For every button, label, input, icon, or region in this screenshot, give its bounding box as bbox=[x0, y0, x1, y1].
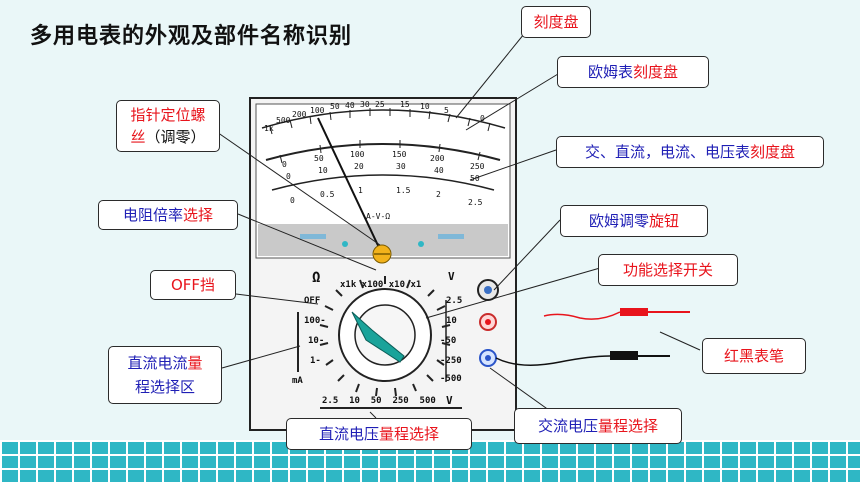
ohm-scale-label-500: 500 bbox=[276, 116, 291, 125]
label-dial-text: 刻度盘 bbox=[533, 13, 579, 31]
ac-scale-label-0: 0 bbox=[290, 196, 295, 205]
ac-scale-label-1-5: 1.5 bbox=[396, 186, 411, 195]
v-scale-label-0: 0 bbox=[286, 172, 291, 181]
ma-label: mA bbox=[292, 376, 303, 386]
ac-scale-label-2-5: 2.5 bbox=[468, 198, 483, 207]
label-resistance-multiplier: 电阻倍率选择 bbox=[98, 200, 238, 230]
right-range-500: -500 bbox=[440, 374, 462, 384]
ac-scale-label-0-5: 0.5 bbox=[320, 190, 335, 199]
bottom-ranges: 2.5 10 50 250 500 bbox=[322, 396, 436, 406]
red-lead-wire bbox=[543, 311, 621, 320]
label-pointer-screw-line1: 指针定位螺 bbox=[130, 106, 206, 124]
dc-scale-label-100: 100 bbox=[350, 150, 365, 159]
label-ac-voltage-a: 交流电压 bbox=[537, 417, 598, 435]
ohm-scale-label-5: 5 bbox=[444, 106, 449, 115]
v-scale-label-50: 50 bbox=[470, 174, 480, 183]
label-ohm-dial-text-b: 刻度盘 bbox=[633, 63, 679, 81]
ac-scale-label-1: 1 bbox=[358, 186, 363, 195]
v-scale-label-40: 40 bbox=[434, 166, 444, 175]
ma-range-10: 10- bbox=[308, 336, 325, 346]
ohm-scale-label-100: 100 bbox=[310, 106, 325, 115]
ohm-scale-label-50: 50 bbox=[330, 102, 340, 111]
label-ohm-adjust-b: 旋钮 bbox=[649, 212, 680, 230]
label-resistance-a: 电阻倍率 bbox=[122, 206, 183, 224]
label-ohm-dial: 欧姆表刻度盘 bbox=[557, 56, 709, 88]
right-range-250: -250 bbox=[440, 356, 462, 366]
right-range-2-5: 2.5 bbox=[446, 296, 463, 306]
label-acdc-dial: 交、直流，电流、电压表刻度盘 bbox=[556, 136, 824, 168]
label-ac-voltage: 交流电压量程选择 bbox=[514, 408, 682, 444]
label-dc-current: 直流电流量 程选择区 bbox=[108, 346, 222, 404]
label-acdc-text-b: 刻度盘 bbox=[750, 143, 796, 161]
label-ac-voltage-b: 量程选择 bbox=[598, 417, 659, 435]
label-ohm-adjust-a: 欧姆调零 bbox=[588, 212, 649, 230]
label-dc-current-a: 直流电流 bbox=[127, 354, 188, 372]
label-dc-current-b: 量 bbox=[187, 354, 203, 372]
label-dc-voltage: 直流电压量程选择 bbox=[286, 418, 472, 450]
v-scale-label-10: 10 bbox=[318, 166, 328, 175]
label-dc-current-line1: 直流电流量 bbox=[109, 351, 221, 375]
label-dc-voltage-a: 直流电压 bbox=[318, 425, 379, 443]
ohm-scale-label-15: 15 bbox=[400, 100, 410, 109]
face-text: A-V-Ω bbox=[366, 212, 391, 221]
ma-range-100: 100- bbox=[304, 316, 326, 326]
right-range-10: 10 bbox=[446, 316, 457, 326]
label-off-gear: OFF挡 bbox=[150, 270, 236, 300]
label-acdc-text-a: 交、直流，电流、电压表 bbox=[584, 143, 750, 161]
label-ohm-dial-text-a: 欧姆表 bbox=[587, 63, 633, 81]
ohm-scale-label-10: 10 bbox=[420, 102, 430, 111]
dc-scale-label-50: 50 bbox=[314, 154, 324, 163]
dc-scale-label-200: 200 bbox=[430, 154, 445, 163]
label-function-switch-text: 功能选择开关 bbox=[622, 261, 713, 279]
label-dial: 刻度盘 bbox=[521, 6, 591, 38]
label-ohm-adjust: 欧姆调零旋钮 bbox=[560, 205, 708, 237]
dc-scale-label-0: 0 bbox=[282, 160, 287, 169]
label-pointer-screw-b2: （调零） bbox=[145, 128, 206, 146]
ohm-scale-label-0: 0 bbox=[480, 114, 485, 123]
label-function-switch: 功能选择开关 bbox=[598, 254, 738, 286]
label-pointer-screw-line2: 丝（调零） bbox=[117, 126, 219, 148]
red-lead-probe bbox=[620, 308, 648, 316]
label-resistance-b: 选择 bbox=[183, 206, 214, 224]
ac-scale-arc bbox=[271, 174, 495, 191]
multiplier-labels: x1k x100 x10 x1 bbox=[340, 280, 422, 290]
page-title: 多用电表的外观及部件名称识别 bbox=[30, 24, 353, 49]
ohm-scale-label-1k: 1k bbox=[264, 124, 274, 133]
label-test-leads: 红黑表笔 bbox=[702, 338, 806, 374]
selector-knob bbox=[351, 311, 405, 363]
ac-scale-label-2: 2 bbox=[436, 190, 441, 199]
label-off-gear-text: OFF挡 bbox=[170, 276, 216, 294]
ohm-scale-label-25: 25 bbox=[375, 100, 385, 109]
right-range-50: -50 bbox=[440, 336, 457, 346]
v-scale-label-30: 30 bbox=[396, 162, 406, 171]
ohm-symbol: Ω bbox=[312, 270, 321, 286]
dc-scale-arc bbox=[265, 143, 501, 161]
dc-scale-label-150: 150 bbox=[392, 150, 407, 159]
ohm-scale-label-40: 40 bbox=[345, 101, 355, 110]
v-scale-label-20: 20 bbox=[354, 162, 364, 171]
label-pointer-screw-b1: 丝 bbox=[130, 128, 146, 146]
black-lead-probe bbox=[610, 351, 638, 360]
bottom-v-mark: V bbox=[446, 394, 453, 407]
ma-range-1: 1- bbox=[310, 356, 321, 366]
ohm-scale-label-200: 200 bbox=[292, 110, 307, 119]
dc-scale-label-250: 250 bbox=[470, 162, 485, 171]
pointer-needle bbox=[317, 117, 383, 255]
label-test-leads-text: 红黑表笔 bbox=[723, 347, 784, 365]
black-lead-wire bbox=[495, 355, 611, 366]
label-dc-current-line2: 程选择区 bbox=[134, 378, 195, 396]
ohm-scale-arc bbox=[261, 109, 506, 129]
ohm-scale-label-30: 30 bbox=[360, 100, 370, 109]
v-mark-top: V bbox=[448, 270, 455, 283]
label-dc-voltage-b: 量程选择 bbox=[379, 425, 440, 443]
off-mark: OFF bbox=[304, 296, 321, 306]
label-pointer-screw: 指针定位螺 丝（调零） bbox=[116, 100, 220, 152]
